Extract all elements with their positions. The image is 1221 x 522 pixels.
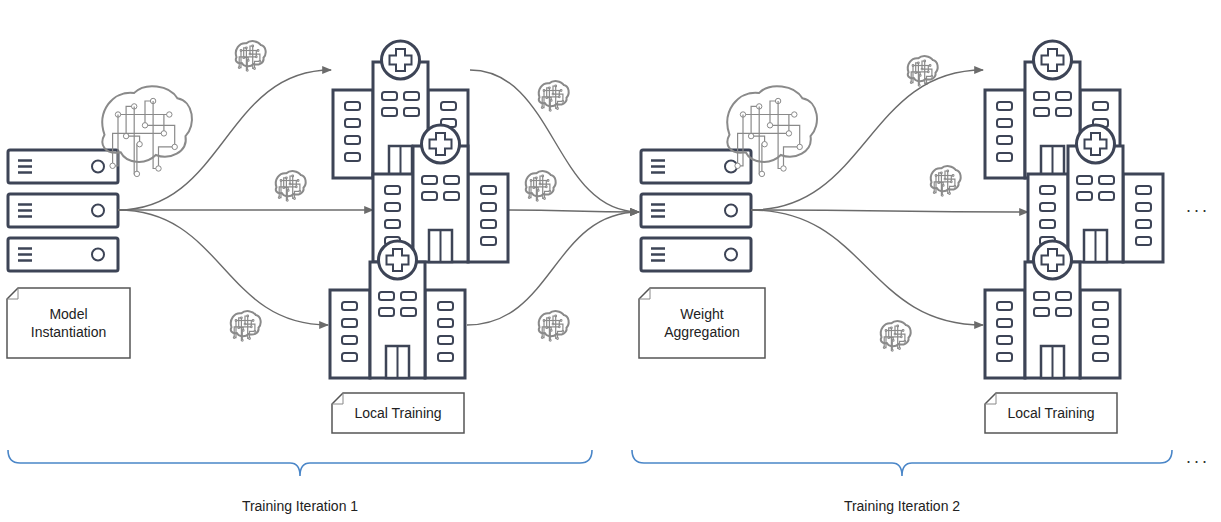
iteration-label: Training Iteration 1	[242, 498, 358, 514]
iteration-label: Training Iteration 2	[844, 498, 960, 514]
flow-curve	[470, 70, 639, 212]
brain-icon	[881, 321, 911, 351]
flow-curve	[467, 212, 639, 325]
flow-curve	[751, 210, 983, 325]
brain-icon	[102, 86, 192, 176]
note-label: Model Instantiation	[6, 287, 131, 359]
flow-curve	[751, 70, 983, 210]
brain-icon	[727, 86, 817, 176]
brain-icon	[539, 311, 569, 341]
hospital-icon	[985, 241, 1120, 378]
server-icon	[641, 150, 751, 271]
iteration-brace	[8, 450, 592, 476]
flow-curve	[118, 210, 328, 325]
note-text: Weight Aggregation	[638, 299, 766, 347]
flow-curve	[751, 210, 1028, 212]
brain-icon	[908, 56, 938, 86]
hospital-icon	[985, 41, 1120, 178]
server-icon	[8, 150, 118, 271]
brain-icon	[276, 171, 306, 201]
iteration-brace	[632, 450, 1172, 476]
continuation-mark: ...	[1186, 447, 1210, 468]
brain-icon	[526, 171, 556, 201]
note-text: Local Training	[997, 398, 1104, 428]
brain-icon	[931, 166, 961, 196]
note-text: Local Training	[344, 398, 451, 428]
flow-curve	[118, 70, 331, 210]
flow-curve	[118, 209, 373, 210]
brain-icon	[236, 41, 266, 71]
note-label: Local Training	[984, 392, 1118, 434]
flow-curve	[507, 210, 639, 212]
note-label: Local Training	[331, 392, 465, 434]
note-label: Weight Aggregation	[638, 287, 766, 359]
brain-icon	[539, 81, 569, 111]
note-text: Model Instantiation	[6, 299, 131, 347]
hospital-icon	[333, 41, 468, 178]
note-outline	[6, 287, 131, 359]
brain-icon	[231, 311, 261, 341]
continuation-mark: ...	[1186, 196, 1210, 217]
hospital-icon	[330, 241, 465, 378]
note-outline	[638, 287, 766, 359]
